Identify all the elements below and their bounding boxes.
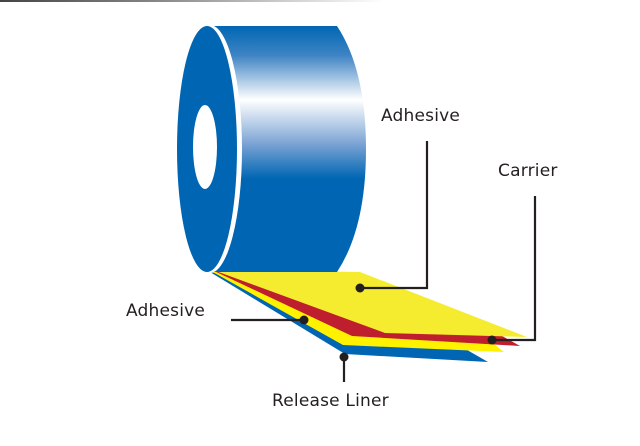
leaders <box>231 141 537 382</box>
roll-core-hole <box>193 105 217 189</box>
leader-carrier <box>492 196 537 342</box>
leader-dot-carrier <box>487 335 497 345</box>
label-adhesive-bottom: Adhesive <box>126 301 206 321</box>
leader-adhesive-top <box>360 141 429 290</box>
leader-dot-adhesive-bottom <box>299 315 309 325</box>
roll-body <box>207 26 366 272</box>
label-carrier: Carrier <box>498 161 558 181</box>
top-divider-line <box>0 0 640 2</box>
label-adhesive-top: Adhesive <box>381 106 461 126</box>
leader-dot-adhesive-top <box>355 283 365 293</box>
leader-dot-release-liner <box>339 352 349 362</box>
label-release-liner: Release Liner <box>272 391 389 411</box>
adhesive-top-layer <box>213 270 527 337</box>
